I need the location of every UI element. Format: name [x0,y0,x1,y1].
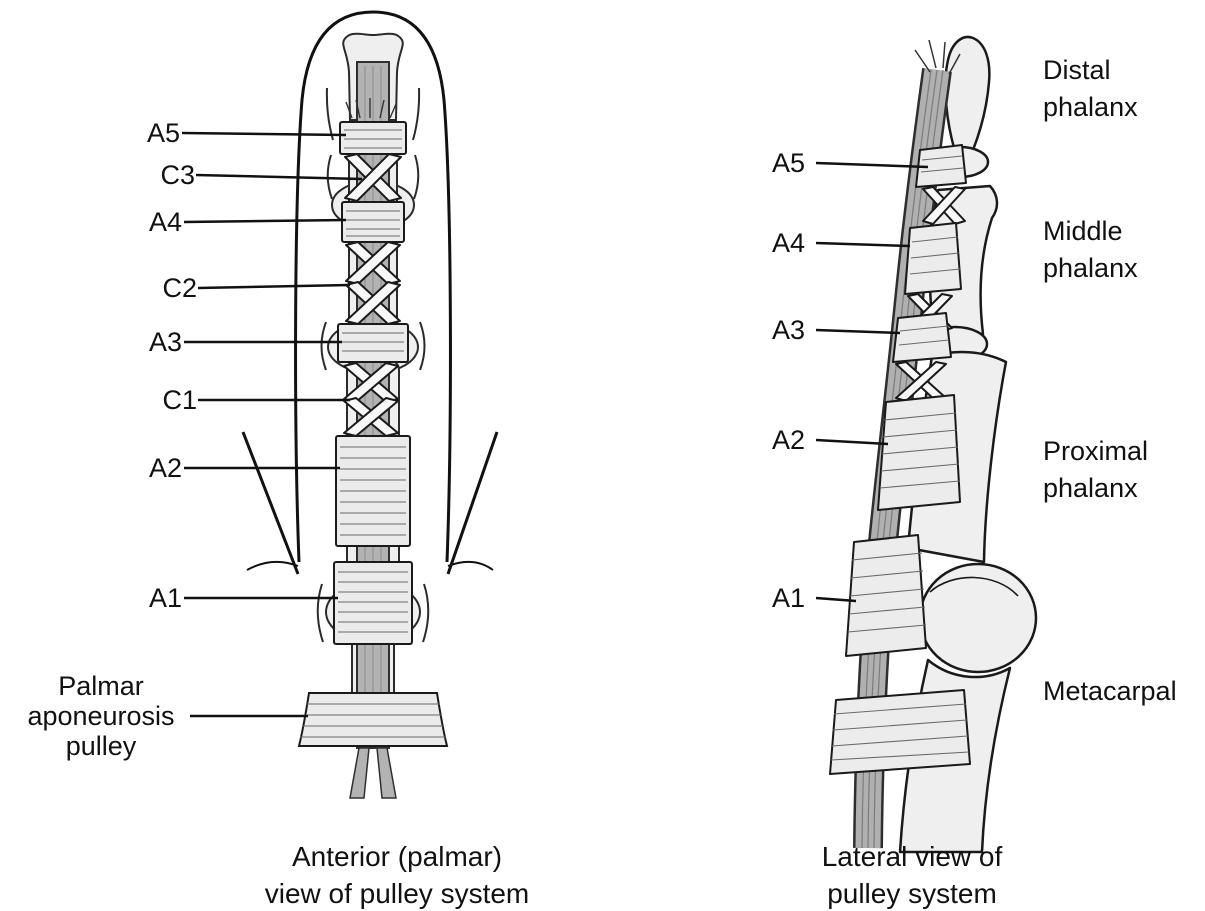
label-c2-anterior: C2 [162,273,197,303]
lateral-leader-lines [815,161,929,603]
label-line: Middle [1043,216,1123,246]
lateral-annular-pulleys [829,144,971,775]
metacarpal-head-contour [929,576,1019,597]
label-line: phalanx [1043,253,1138,283]
a4-pulley-band [341,201,405,243]
label-proximal-phalanx: Proximal phalanx [1043,433,1183,507]
tendon-slip-right [376,747,397,799]
label-a3-lateral: A3 [772,315,806,345]
label-middle-phalanx: Middle phalanx [1043,213,1183,287]
a1-leader-line [815,596,857,603]
palmar-aponeurosis-pulley-band [829,689,971,775]
label-c1-anterior: C1 [162,385,197,415]
tendon-slip-left [349,747,370,799]
label-a4-lateral: A4 [772,228,806,258]
label-a1-lateral: A1 [772,583,806,613]
metacarpal-head-bone [918,562,1038,674]
label-a5-lateral: A5 [772,148,806,178]
a4-fibers [909,236,961,275]
a4-fibers [346,210,400,237]
a5-fibers [920,155,964,173]
a1-fibers [338,571,408,633]
a2-fibers [879,412,961,489]
anterior-view-illustration [181,10,499,799]
a5-leader-line [181,131,347,137]
a4-leader-line [815,241,911,248]
label-distal-phalanx: Distal phalanx [1043,52,1183,126]
c3-leader-line [195,173,363,181]
palm-crease-left [246,560,299,571]
a4-pulley-band [904,222,962,295]
mcp-contour [316,583,430,643]
caption-line: pulley system [827,878,997,909]
label-line: Palmar [58,671,144,701]
palmar-pulley-fibers [830,703,970,761]
a2-leader-line [815,438,889,446]
label-a1-anterior: A1 [148,583,182,613]
web-space-left [241,431,300,575]
tendon-insertion-fibers [914,39,961,75]
a5-pulley-band [339,121,407,155]
caption-line: Lateral view of [821,841,1003,872]
label-a3-anterior: A3 [148,327,182,357]
label-a2-anterior: A2 [148,453,182,483]
label-palmar-aponeurosis-pulley: Palmar aponeurosis pulley [12,671,190,761]
finger-outline [294,10,452,563]
palm-crease-right [447,560,494,571]
label-a2-lateral: A2 [772,425,806,455]
label-c3-anterior: C3 [160,160,195,190]
lateral-view-caption: Lateral view of pulley system [770,838,1054,911]
anterior-leader-lines [181,131,363,718]
lateral-pulley-fiber-texture [830,155,970,761]
joint-contours [316,87,430,643]
anterior-pulley-fiber-texture [300,129,446,738]
palmar-pulley-fibers [300,703,446,738]
caption-line: view of pulley system [264,878,530,909]
lateral-view-illustration [815,35,1038,854]
label-line: phalanx [1043,92,1138,122]
a3-leader-line [815,328,901,335]
a3-fibers [898,325,950,346]
tendon-insertion-fibers [345,98,397,119]
label-metacarpal: Metacarpal [1043,676,1177,706]
label-a4-anterior: A4 [148,207,182,237]
distal-phalanx-bone [944,35,991,152]
label-line: Proximal [1043,436,1149,466]
label-line: aponeurosis [27,701,175,731]
a3-pulley-band [892,312,952,363]
caption-line: Anterior (palmar) [291,841,503,872]
label-a5-anterior: A5 [146,118,180,148]
anterior-view-caption: Anterior (palmar) view of pulley system [230,838,564,911]
cruciate-band [922,186,966,225]
a5-fibers [344,129,402,149]
label-line: pulley [65,731,137,761]
a1-fibers [847,552,927,633]
a3-fibers [342,332,404,352]
a2-fibers [340,446,406,536]
a5-leader-line [815,161,929,169]
a4-leader-line [183,218,347,224]
palmar-aponeurosis-pulley-band [297,692,449,747]
web-space-right [446,431,499,575]
label-line: phalanx [1043,473,1138,503]
c2-leader-line [197,283,351,290]
a3-pulley-band [337,323,409,363]
a2-pulley-band [877,394,961,511]
a5-pulley-band [915,144,967,188]
pip-contour [320,321,426,371]
label-line: Distal [1043,55,1111,85]
a1-pulley-band [845,534,927,657]
